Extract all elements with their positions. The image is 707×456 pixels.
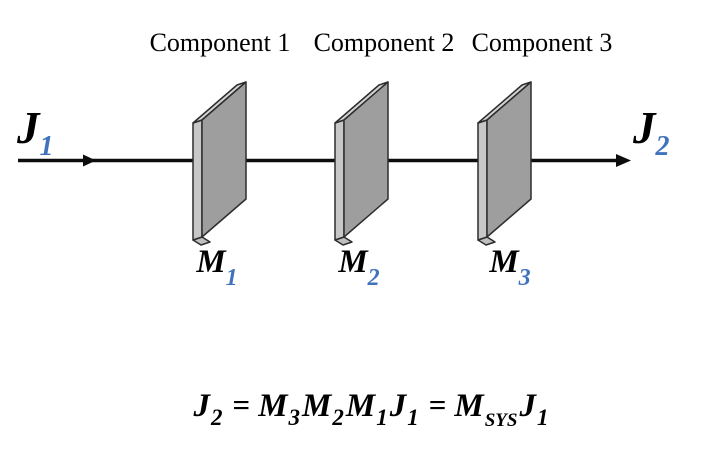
matrix-subscript: 3	[518, 265, 531, 291]
equation-subscript: 1	[376, 405, 388, 430]
plate-front-face	[343, 81, 389, 238]
plate-side-face	[192, 119, 203, 241]
equation-term: MSYS	[454, 388, 519, 431]
component-3-plate	[477, 81, 532, 246]
output-vector-subscript: 2	[655, 131, 670, 162]
input-vector-label: J1	[17, 103, 54, 161]
component-2-label: Component 2	[313, 28, 455, 57]
component-1-plate	[192, 81, 247, 246]
equation-subscript: 1	[536, 405, 549, 430]
equation-subscript-sys: SYS	[484, 410, 518, 431]
equation-symbol: M	[302, 388, 332, 424]
plate-side-face	[477, 119, 488, 241]
matrix-subscript: 1	[225, 265, 238, 291]
component-1-label: Component 1	[149, 28, 291, 57]
matrix-label-3: M3	[489, 244, 530, 291]
equation-subscript: 1	[407, 405, 419, 430]
input-vector-subscript: 1	[39, 131, 54, 162]
plate-front-face	[201, 81, 247, 238]
equation-term: J1	[519, 388, 550, 430]
plate-side-face	[334, 119, 345, 241]
equation-subscript: 2	[332, 405, 344, 430]
equation-term: M3	[258, 388, 302, 430]
matrix-symbol: M	[338, 244, 368, 280]
equation-symbol: M	[345, 388, 376, 424]
system-equation: J2=M3M2M1J1=MSYSJ1	[193, 387, 551, 431]
equation-subscript: 3	[288, 405, 301, 430]
component-2-plate	[334, 81, 389, 246]
equation-term: J1	[389, 388, 421, 430]
equation-symbol: J	[193, 388, 211, 424]
equals-sign: =	[232, 387, 251, 422]
output-vector-label: J2	[633, 103, 670, 161]
equation-term: J2	[193, 388, 225, 430]
output-vector-symbol: J	[633, 103, 656, 153]
equation-symbol: J	[389, 388, 407, 424]
equation-subscript: 2	[211, 405, 223, 430]
matrix-label-1: M1	[196, 244, 237, 291]
matrix-symbol: M	[489, 244, 519, 280]
equation-symbol: J	[519, 388, 536, 424]
equation-term: M1	[345, 388, 390, 430]
output-arrowhead-icon	[616, 154, 631, 167]
equals-sign: =	[428, 387, 447, 422]
component-3-label: Component 3	[471, 28, 613, 57]
equation-symbol: M	[454, 388, 484, 424]
plate-front-face	[486, 81, 532, 238]
equation-term: M2	[302, 388, 346, 430]
input-arrowhead-icon	[83, 154, 96, 167]
matrix-subscript: 2	[367, 265, 380, 291]
equation-symbol: M	[258, 388, 288, 424]
input-vector-symbol: J	[17, 103, 40, 153]
matrix-symbol: M	[196, 244, 226, 280]
matrix-label-2: M2	[338, 244, 379, 291]
